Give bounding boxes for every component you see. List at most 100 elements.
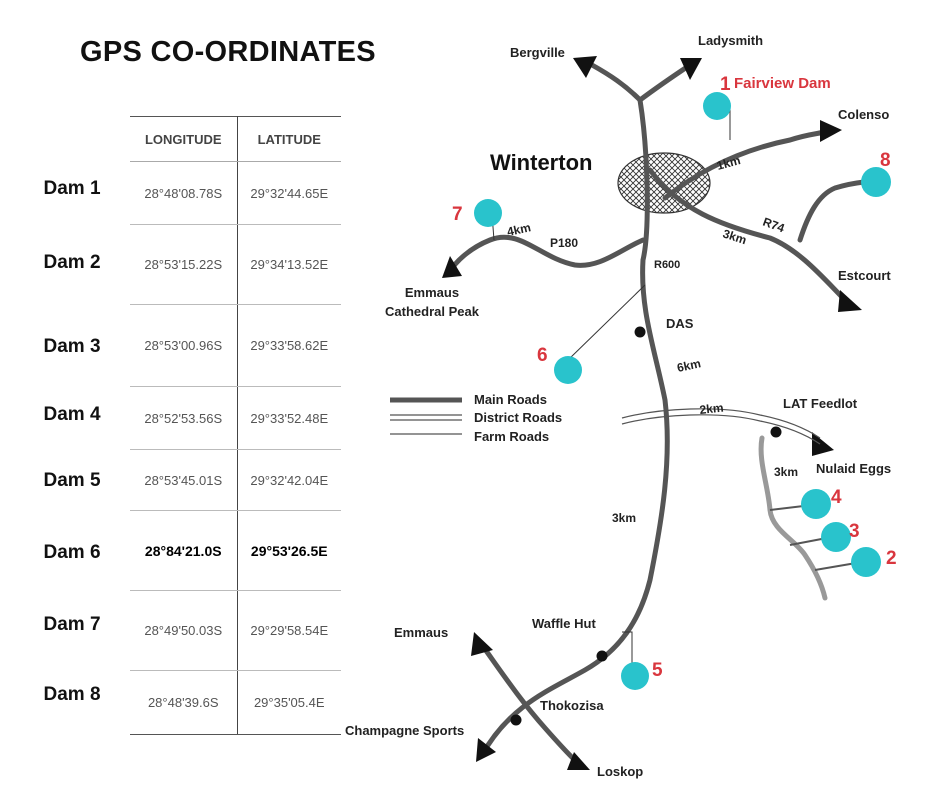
r74-label: R74 <box>761 215 787 236</box>
dam-2-number: 2 <box>886 548 897 569</box>
road-to-dam8 <box>797 179 867 243</box>
district-road <box>621 408 821 439</box>
latitude-cell: 29°35'05.4E <box>237 670 341 735</box>
dam-4-number: 4 <box>831 487 842 508</box>
dam-6-number: 6 <box>537 345 548 366</box>
legend-main-roads: Main Roads <box>474 392 547 407</box>
waffle-hut-marker <box>596 650 608 662</box>
table-header-row: LONGITUDE LATITUDE <box>130 116 341 162</box>
arrow-emmaus-icon <box>471 632 493 656</box>
thokozisa-label: Thokozisa <box>540 698 604 713</box>
road-arrows <box>442 56 862 770</box>
distance-2km: 2km <box>699 401 724 417</box>
longitude-cell: 28°52'53.56S <box>130 386 238 450</box>
arrow-emmaus-cathedral-icon <box>442 256 462 278</box>
longitude-cell: 28°53'45.01S <box>130 449 238 511</box>
dam-7-marker <box>474 199 502 227</box>
road-p180 <box>447 234 646 275</box>
longitude-header: LONGITUDE <box>130 116 238 162</box>
road-r74-estcourt <box>647 167 848 303</box>
latitude-cell: 29°33'58.62E <box>237 304 341 387</box>
distance-3km-farm: 3km <box>774 465 798 479</box>
longitude-cell: 28°84'21.0S <box>130 510 238 591</box>
dam-5-number: 5 <box>652 660 663 681</box>
latitude-cell: 29°32'42.04E <box>237 449 341 511</box>
latitude-cell: 29°32'44.65E <box>237 161 341 225</box>
lat-feedlot-marker <box>770 426 782 438</box>
dam-row-label: Dam 8 <box>43 684 101 705</box>
dam-3-marker <box>821 522 851 552</box>
main-road-r600 <box>479 97 670 758</box>
page-title: GPS CO-ORDINATES <box>80 36 376 68</box>
dam-5-marker <box>621 662 649 690</box>
longitude-cell: 28°48'39.6S <box>130 670 238 735</box>
dam-2-marker <box>851 547 881 577</box>
arrow-nulaid-icon <box>812 432 834 456</box>
dam-row-label: Dam 5 <box>43 470 101 491</box>
dam-row-label: Dam 2 <box>43 252 101 273</box>
road-to-bergville <box>589 62 643 103</box>
lat-feedlot-label: LAT Feedlot <box>783 396 858 411</box>
latitude-header: LATITUDE <box>237 116 341 162</box>
nulaid-eggs-label: Nulaid Eggs <box>816 461 891 476</box>
longitude-cell: 28°49'50.03S <box>130 590 238 671</box>
distance-6km: 6km <box>676 356 702 375</box>
thokozisa-marker <box>510 714 522 726</box>
arrow-estcourt-icon <box>838 290 862 312</box>
district-road <box>621 414 821 445</box>
winterton-label: Winterton <box>490 150 592 175</box>
dam-3-number: 3 <box>849 521 860 542</box>
longitude-cell: 28°53'15.22S <box>130 224 238 305</box>
estcourt-label: Estcourt <box>838 268 891 283</box>
dam-row-label: Dam 6 <box>43 542 101 563</box>
latitude-cell: 29°34'13.52E <box>237 224 341 305</box>
dam-markers <box>474 92 891 690</box>
fairview-dam-label: Fairview Dam <box>734 75 831 92</box>
bergville-label: Bergville <box>510 45 565 60</box>
das-marker <box>634 326 646 338</box>
p180-label: P180 <box>550 236 578 250</box>
dam-row-label: Dam 1 <box>43 178 101 199</box>
road-emmaus-loskop <box>479 642 583 768</box>
emmaus-label: Emmaus <box>405 285 459 300</box>
loskop-label: Loskop <box>597 764 643 779</box>
cathedral-peak-label: Cathedral Peak <box>385 304 480 319</box>
road-to-colenso <box>662 129 828 201</box>
dam-4-marker <box>801 489 831 519</box>
dam-7-number: 7 <box>452 204 463 225</box>
latitude-cell: 29°29'58.54E <box>237 590 341 671</box>
dam-6-marker <box>554 356 582 384</box>
ladysmith-label: Ladysmith <box>698 33 763 48</box>
emmaus-south-label: Emmaus <box>394 625 448 640</box>
arrow-colenso-icon <box>820 120 842 142</box>
latitude-cell: 29°33'52.48E <box>237 386 341 450</box>
legend-farm-roads: Farm Roads <box>474 429 549 444</box>
distance-3km-main: 3km <box>612 511 636 525</box>
dam-8-marker <box>861 167 891 197</box>
longitude-cell: 28°48'08.78S <box>130 161 238 225</box>
dam-8-number: 8 <box>880 150 891 171</box>
dam-1-number: 1 <box>720 74 731 95</box>
farm-road-dams-2-3-4 <box>758 435 828 601</box>
distance-4km: 4km <box>506 220 532 239</box>
longitude-cell: 28°53'00.96S <box>130 304 238 387</box>
dam-row-label: Dam 4 <box>43 404 101 425</box>
arrow-champagne-icon <box>476 738 496 762</box>
das-label: DAS <box>666 316 694 331</box>
waffle-hut-label: Waffle Hut <box>532 616 596 631</box>
distance-1km: 1km <box>715 153 742 173</box>
legend-district-roads: District Roads <box>474 410 562 425</box>
road-to-ladysmith <box>637 62 693 103</box>
arrow-loskop-icon <box>567 752 590 770</box>
colenso-label: Colenso <box>838 107 889 122</box>
dam-row-label: Dam 3 <box>43 336 101 357</box>
